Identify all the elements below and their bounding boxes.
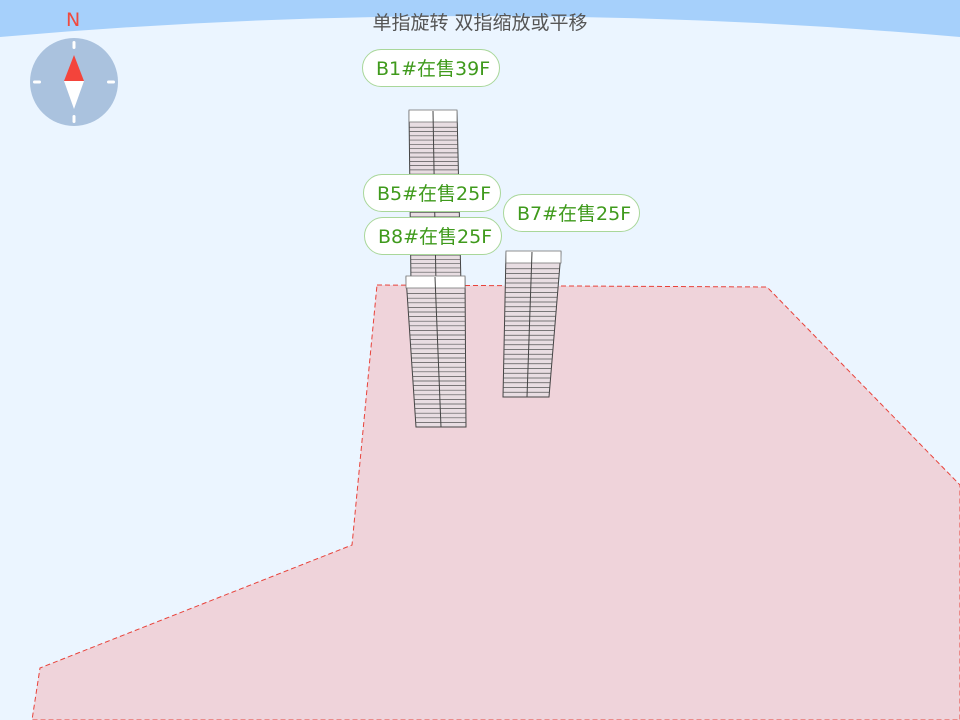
gesture-hint: 单指旋转 双指缩放或平移 bbox=[372, 12, 588, 34]
unit-divider bbox=[434, 276, 442, 428]
plot-area[interactable] bbox=[31, 284, 960, 720]
unit-divider bbox=[526, 251, 533, 398]
sky bbox=[0, 0, 960, 37]
building-label-b1[interactable]: B1#在售39F bbox=[362, 49, 500, 87]
building-b7-roof bbox=[505, 250, 562, 264]
building-label-b8[interactable]: B8#在售25F bbox=[364, 217, 502, 255]
building-b8[interactable] bbox=[405, 275, 467, 428]
building-label-b5[interactable]: B5#在售25F bbox=[363, 174, 501, 212]
compass-icon[interactable] bbox=[30, 38, 118, 126]
building-label-b7[interactable]: B7#在售25F bbox=[503, 194, 640, 232]
building-b7[interactable] bbox=[502, 250, 562, 398]
compass-north-label: N bbox=[66, 9, 81, 31]
